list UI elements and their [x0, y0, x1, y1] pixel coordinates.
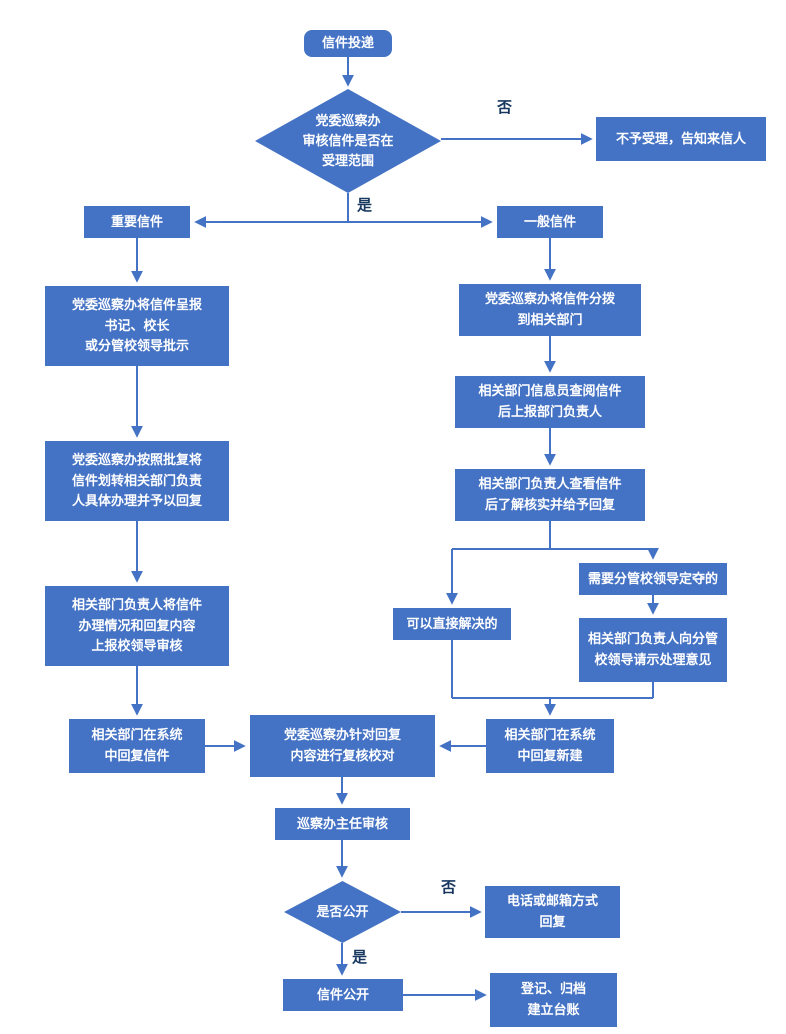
- node-register-archive: 登记、归档 建立台账: [490, 973, 617, 1027]
- edge-label-yes-bottom: 是: [352, 949, 368, 966]
- node-transfer-to-dept: 党委巡察办按照批复将 信件划转相关部门负责 人具体办理并予以回复: [45, 441, 229, 521]
- node-ask-leader-opinion: 相关部门负责人向分管 校领导请示处理意见: [579, 618, 727, 682]
- node-reply-in-system-left: 相关部门在系统 中回复信件: [69, 719, 205, 773]
- node-direct-solve: 可以直接解决的: [393, 608, 511, 640]
- node-director-review: 巡察办主任审核: [275, 808, 410, 840]
- node-recheck-reply: 党委巡察办针对回复 内容进行复核校对: [250, 715, 435, 777]
- node-phone-email-reply: 电话或邮箱方式 回复: [485, 886, 620, 938]
- node-need-leader-decision: 需要分管校领导定夺的: [579, 563, 727, 595]
- edge-label-no-top: 否: [497, 99, 513, 116]
- node-dispatch-to-dept: 党委巡察办将信件分拨 到相关部门: [459, 284, 641, 336]
- node-reply-in-system-right: 相关部门在系统 中回复新建: [486, 719, 614, 773]
- node-report-to-leaders-review: 相关部门负责人将信件 办理情况和回复内容 上报校领导审核: [45, 586, 229, 666]
- node-dept-head-check: 相关部门负责人查看信件 后了解核实并给予回复: [455, 469, 645, 521]
- node-reject-notify-sender: 不予受理，告知来信人: [596, 117, 766, 161]
- edge-label-no-bottom: 否: [441, 879, 457, 896]
- node-info-officer-review: 相关部门信息员查阅信件 后上报部门负责人: [455, 376, 645, 428]
- node-submit-to-leaders: 党委巡察办将信件呈报 书记、校长 或分管校领导批示: [45, 286, 229, 366]
- edge-label-yes-top: 是: [357, 197, 373, 214]
- node-letter-delivery: 信件投递: [304, 30, 392, 57]
- node-letter-public: 信件公开: [283, 979, 403, 1011]
- node-general-letter: 一般信件: [497, 206, 603, 238]
- node-important-letter: 重要信件: [84, 206, 190, 238]
